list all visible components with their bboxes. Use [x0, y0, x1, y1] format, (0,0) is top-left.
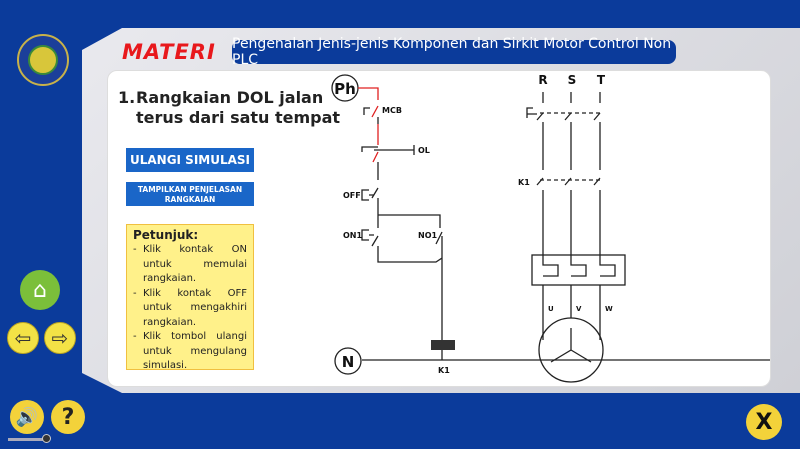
neutral-label: N: [342, 353, 355, 371]
university-logo: [17, 34, 69, 86]
contactor-coil: [431, 340, 455, 350]
mcb-label: MCB: [382, 106, 402, 115]
close-icon: X: [755, 409, 773, 435]
previous-button[interactable]: ⇦: [7, 322, 39, 354]
hint-item: Klik kontak ON untuk memulai rangkaian.: [133, 243, 247, 287]
terminal-w-label: W: [605, 305, 613, 313]
off-contact-label[interactable]: OFF: [343, 191, 361, 200]
volume-knob[interactable]: [42, 434, 51, 443]
lesson-heading: 1.Rangkaian DOL jalan terus dari satu te…: [118, 88, 340, 128]
power-circuit: [526, 92, 626, 383]
home-button[interactable]: ⌂: [20, 270, 60, 310]
main-contactor-label: K1: [518, 178, 530, 187]
terminal-v-label: V: [576, 305, 582, 313]
phase-label: Ph: [334, 80, 356, 98]
heading-number: 1.: [118, 88, 136, 107]
hint-item: Klik kontak OFF untuk mengakhiri rangkai…: [133, 287, 247, 331]
no1-label: NO1: [418, 231, 437, 240]
replay-simulation-button[interactable]: ULANGI SIMULASI: [126, 148, 254, 172]
heading-line2: terus dari satu tempat: [136, 108, 341, 127]
speaker-icon: 🔊: [15, 406, 39, 428]
line-r-label: R: [538, 73, 547, 87]
line-s-label: S: [568, 73, 577, 87]
hint-title: Petunjuk:: [133, 228, 199, 242]
volume-slider[interactable]: [8, 438, 48, 441]
page-title: Pengenalan Jenis-jenis Komponen dan Sirk…: [232, 36, 676, 68]
show-explanation-button[interactable]: TAMPILKAN PENJELASAN RANGKAIAN: [126, 182, 254, 206]
ol-label: OL: [418, 146, 430, 155]
heading-line1: Rangkaian DOL jalan: [136, 88, 324, 107]
line-t-label: T: [597, 73, 606, 87]
on-contact-label[interactable]: ON1: [343, 231, 362, 240]
arrow-right-icon: ⇨: [51, 326, 69, 350]
section-title: MATERI: [122, 40, 216, 64]
energized-wire: [358, 87, 379, 163]
arrow-left-icon: ⇦: [14, 326, 32, 350]
sound-button[interactable]: 🔊: [10, 400, 44, 434]
neutral-terminal: [334, 347, 362, 375]
help-button[interactable]: ?: [51, 400, 85, 434]
help-icon: ?: [61, 404, 75, 430]
hint-item: Klik tombol ulangi untuk mengulang simul…: [133, 330, 247, 374]
coil-label: K1: [438, 366, 450, 375]
close-button[interactable]: X: [746, 404, 782, 440]
hint-box: Petunjuk: Klik kontak ON untuk memulai r…: [126, 224, 254, 371]
terminal-u-label: U: [548, 305, 554, 313]
next-button[interactable]: ⇨: [44, 322, 76, 354]
home-icon: ⌂: [33, 277, 47, 303]
